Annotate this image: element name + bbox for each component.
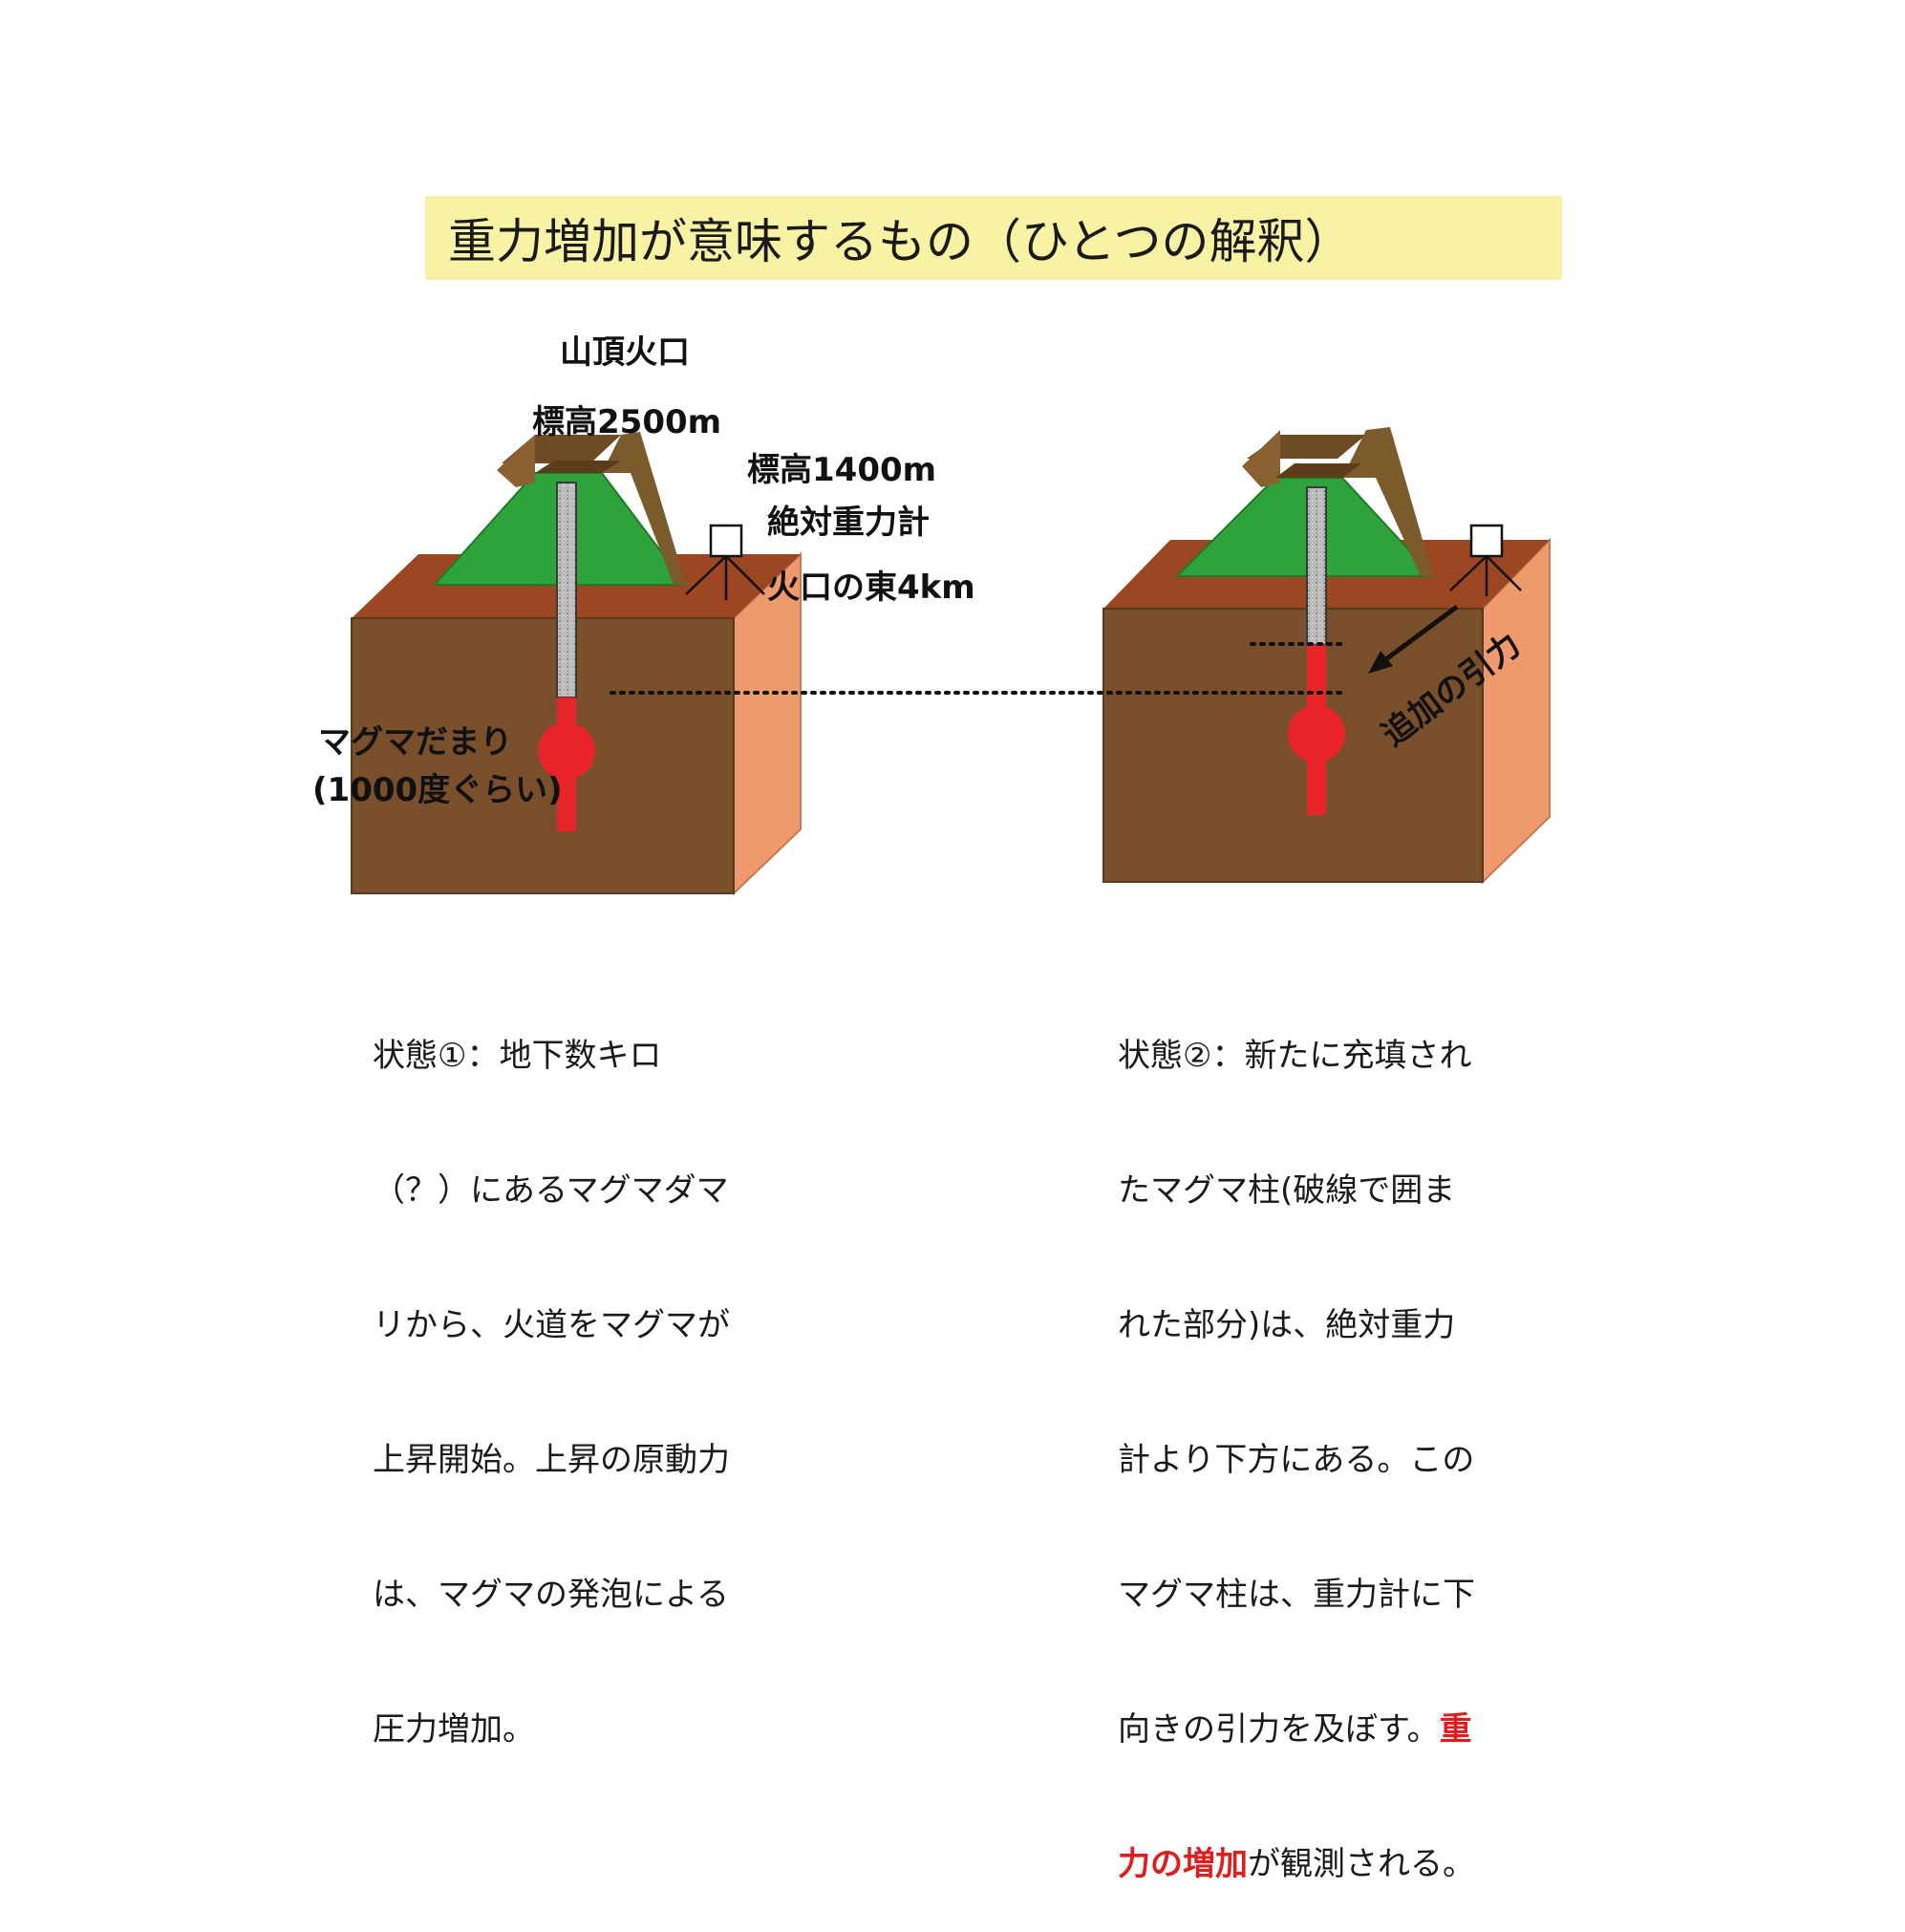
caption-state1: 状態①：地下数キロ （？）にあるマグマダマ リから、火道をマグマが 上昇開始。上…: [373, 944, 730, 1797]
label-magma-chamber: マグマだまり: [318, 723, 513, 762]
caption-state2-line: たマグマ柱(破線で囲ま: [1118, 1171, 1456, 1210]
arrow-head-icon: [1368, 651, 1393, 674]
gravimeter-box-right: [1469, 524, 1504, 558]
conduit-rock-right: [1306, 486, 1327, 646]
caption-state1-line: 圧力増加。: [373, 1710, 535, 1749]
label-gravimeter: 絶対重力計: [767, 504, 930, 542]
conduit-magma-new-right: [1307, 645, 1326, 700]
caption-highlight-b: 力の増加: [1118, 1845, 1248, 1883]
magma-chamber-left: [538, 722, 595, 780]
volcano-diagram: 追加の引力: [351, 427, 1551, 896]
caption-state2-line: れた部分)は、絶対重力: [1118, 1306, 1456, 1344]
gravimeter-right: [1449, 524, 1522, 596]
caption-highlight-a: 重: [1439, 1710, 1472, 1749]
label-station-location: 火口の東4km: [767, 569, 975, 607]
cone-right-flank-left: [602, 432, 686, 585]
gravimeter-box-left: [709, 524, 743, 558]
caption-state2-line: 状態②：新たに充填され: [1118, 1037, 1472, 1075]
cone-right-flank-right: [1342, 427, 1433, 576]
cone-rim-left-left: [497, 435, 535, 487]
title-banner: 重力増加が意味するもの（ひとつの解釈）: [425, 196, 1562, 280]
caption-state2: 状態②：新たに充填され たマグマ柱(破線で囲ま れた部分)は、絶対重力 計より下…: [1118, 944, 1475, 1932]
caption-state2-line-6-text: 向きの引力を及ぼす。: [1118, 1710, 1440, 1749]
caption-state2-tail: が観測される。: [1248, 1845, 1475, 1883]
crater-floor-right: [1275, 463, 1361, 478]
caption-state1-line: は、マグマの発泡による: [373, 1576, 729, 1614]
attraction-arrow: [1368, 604, 1459, 674]
label-magma-temperature: (1000度ぐらい): [312, 771, 563, 809]
label-station-elevation: 標高1400m: [747, 451, 937, 489]
conduit-rock-left: [556, 482, 577, 698]
label-summit-elevation: 標高2500m: [532, 403, 722, 441]
caption-state1-line: 上昇開始。上昇の原動力: [373, 1441, 730, 1479]
caption-state2-line: 計より下方にある。この: [1118, 1441, 1475, 1479]
caption-state2-line-7: 力の増加が観測される。: [1118, 1842, 1475, 1887]
caption-state1-line: （？）にあるマグマダマ: [373, 1171, 729, 1210]
label-summit-crater: 山頂火口: [560, 333, 690, 372]
caption-state1-line: リから、火道をマグマが: [373, 1306, 730, 1344]
cone-rim-left-right: [1242, 430, 1280, 487]
caption-state1-line: 状態①：地下数キロ: [373, 1037, 662, 1075]
crater-floor-left: [535, 461, 621, 473]
caption-state2-line: マグマ柱は、重力計に下: [1118, 1576, 1475, 1614]
conduit-right: [1288, 486, 1345, 815]
volcano-cone-right: [1174, 427, 1436, 577]
gravimeter-left: [685, 524, 765, 600]
magma-chamber-right: [1288, 705, 1345, 762]
caption-state2-line-6: 向きの引力を及ぼす。重: [1118, 1707, 1475, 1752]
page-title: 重力増加が意味するもの（ひとつの解釈）: [448, 214, 1353, 269]
conduit-left: [538, 482, 595, 831]
